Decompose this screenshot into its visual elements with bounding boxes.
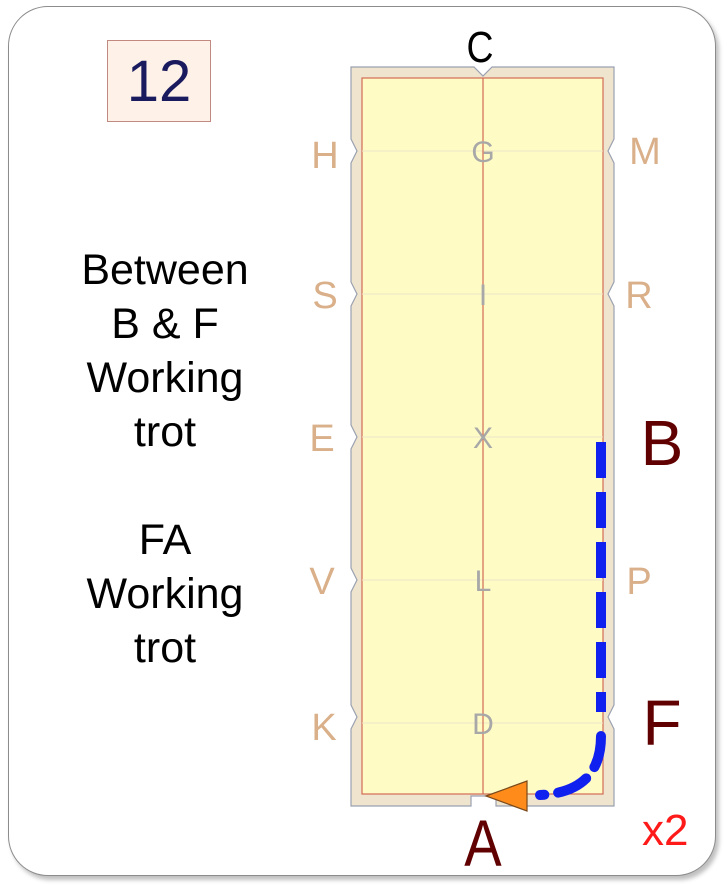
letter-a: A xyxy=(464,807,502,880)
letter-r: R xyxy=(625,275,652,317)
instruction-line: trot xyxy=(133,624,197,672)
movement-path-curve xyxy=(535,731,606,800)
instruction-line: FA xyxy=(138,516,192,564)
letter-d: D xyxy=(472,708,494,741)
letter-m: M xyxy=(629,131,661,173)
test-number-badge: 12 xyxy=(107,40,211,122)
instruction-line: trot xyxy=(133,408,197,456)
letter-l: L xyxy=(475,565,492,598)
letter-b: B xyxy=(641,407,684,479)
instruction-line: Working xyxy=(86,570,244,618)
letter-g: G xyxy=(471,136,494,169)
letter-i: I xyxy=(479,279,487,312)
instruction-line: B & F xyxy=(111,300,219,348)
letter-s: S xyxy=(312,275,337,317)
letter-v: V xyxy=(309,561,335,603)
letter-f: F xyxy=(642,687,681,759)
instruction-between-b-f: Between B & F Working trot xyxy=(40,243,290,459)
repeat-count: x2 xyxy=(642,806,689,855)
instruction-line: Between xyxy=(81,246,249,294)
letter-c: C xyxy=(466,22,493,72)
letter-e: E xyxy=(309,418,334,460)
letter-x: X xyxy=(473,422,493,455)
instruction-fa: FA Working trot xyxy=(40,513,290,675)
letter-p: P xyxy=(626,561,651,603)
letter-k: K xyxy=(311,707,336,749)
letter-h: H xyxy=(311,135,338,177)
instruction-line: Working xyxy=(86,354,244,402)
direction-arrow xyxy=(484,780,528,812)
test-number: 12 xyxy=(126,48,192,114)
